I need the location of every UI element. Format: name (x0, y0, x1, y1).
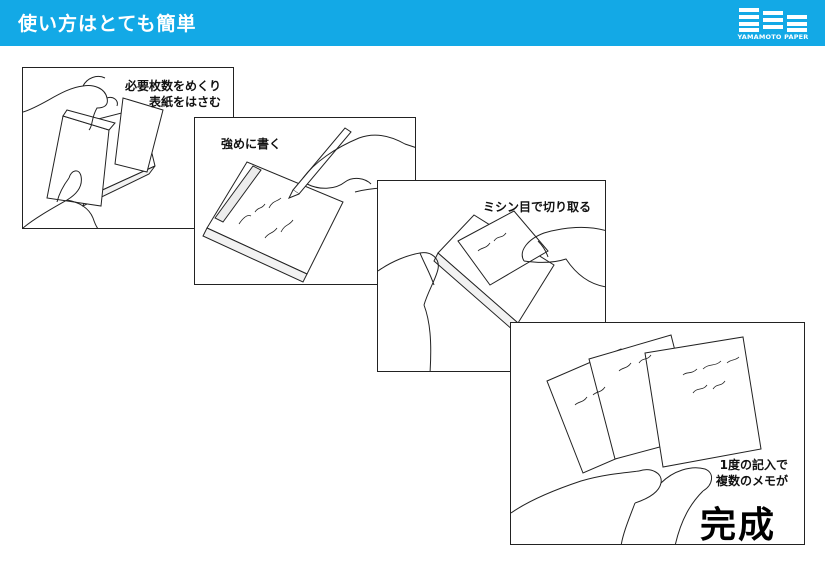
step-2-illustration (202, 127, 415, 283)
completion-emphasis-text: 完成 (700, 505, 777, 546)
step-1-caption-line2: 表紙をはさむ (148, 95, 221, 109)
step-1-caption: 必要枚数をめくり 表紙をはさむ (125, 78, 221, 110)
header-bar: 使い方はとても簡単 YAMAMOTO PAPER (0, 0, 825, 46)
step-4-caption-line2: 複数のメモが (715, 474, 788, 488)
logo-text: YAMAMOTO PAPER (737, 33, 809, 41)
step-4-caption: 1度の記入で 複数のメモが (716, 457, 788, 489)
step-4-panel: 1度の記入で 複数のメモが (510, 322, 805, 545)
step-2-caption: 強めに書く (221, 136, 281, 152)
page-title: 使い方はとても簡単 (18, 13, 197, 35)
step-4-illustration (511, 334, 762, 544)
yamamoto-paper-logo: YAMAMOTO PAPER (737, 7, 809, 41)
step-1-illustration (23, 75, 164, 228)
step-3-illustration (378, 210, 605, 371)
step-3-caption: ミシン目で切り取る (483, 199, 591, 215)
stacked-bars-logo-icon (739, 8, 807, 32)
step-1-caption-line1: 必要枚数をめくり (124, 79, 221, 93)
step-3-caption-line1: ミシン目で切り取る (482, 200, 591, 214)
step-4-caption-line1: 1度の記入で (719, 458, 788, 472)
step-2-caption-line1: 強めに書く (221, 137, 282, 151)
step-1-panel: 必要枚数をめくり 表紙をはさむ (22, 67, 234, 229)
